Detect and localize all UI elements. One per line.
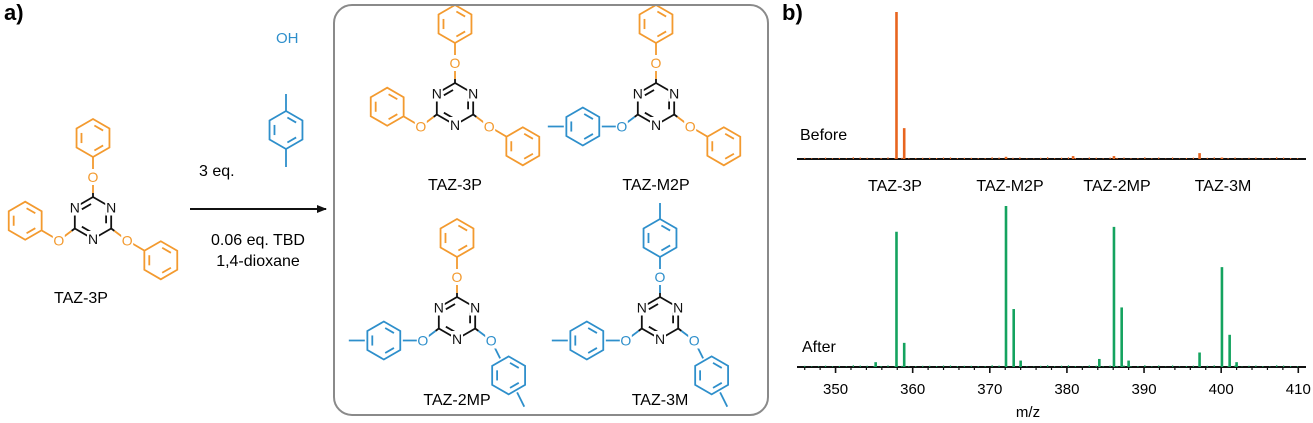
nitrogen-atom: N: [633, 86, 643, 102]
nitrogen-atom: N: [669, 86, 679, 102]
x-axis-label: m/z: [1016, 404, 1040, 421]
oxygen-atom: O: [616, 119, 627, 135]
phenyl-ring: [7, 200, 43, 241]
nitrogen-atom: N: [637, 300, 647, 316]
tolyl-ring: [565, 106, 601, 147]
product-label-taz-3p: TAZ-3P: [428, 177, 482, 194]
nitrogen-atom: N: [468, 86, 478, 102]
reactant-label: TAZ-3P: [54, 290, 108, 307]
oxygen-atom: O: [689, 333, 700, 349]
phenyl-ring: [75, 117, 111, 159]
x-tick-label: 380: [1054, 381, 1079, 398]
oxygen-atom: O: [450, 55, 461, 71]
spectrum-before: [797, 12, 1306, 160]
phenyl-ring: [439, 217, 475, 259]
phenyl-ring: [369, 86, 405, 127]
series-label-before: Before: [800, 127, 847, 144]
solvent-label: 1,4-dioxane: [216, 253, 300, 270]
catalyst-label: 0.06 eq. TBD: [211, 232, 305, 249]
nitrogen-atom: N: [450, 117, 460, 133]
hydroxyl-label: OH: [276, 30, 299, 47]
x-tick-label: 350: [823, 381, 848, 398]
product-label-taz-2mp: TAZ-2MP: [423, 392, 490, 409]
oxygen-atom: O: [655, 269, 666, 285]
panel-label-b: b): [782, 0, 803, 25]
nitrogen-atom: N: [432, 86, 442, 102]
x-tick-label: 410: [1286, 381, 1311, 398]
spectrum-after: [797, 206, 1306, 368]
nitrogen-atom: N: [434, 300, 444, 316]
nitrogen-atom: N: [651, 117, 661, 133]
phenyl-ring: [437, 3, 473, 45]
tolyl-ring: [569, 320, 605, 361]
product-label-taz-3m: TAZ-3M: [632, 392, 689, 409]
oxygen-atom: O: [620, 333, 631, 349]
nitrogen-atom: N: [673, 300, 683, 316]
cresol-ring: [268, 109, 304, 151]
oxygen-atom: O: [417, 333, 428, 349]
peak-label-taz-3m: TAZ-3M: [1195, 178, 1252, 195]
nitrogen-atom: N: [655, 331, 665, 347]
tolyl-ring: [694, 355, 729, 396]
oxygen-atom: O: [415, 119, 426, 135]
x-axis: 350 360 370 380 390 400 410: [804, 367, 1311, 398]
series-label-after: After: [802, 339, 836, 356]
products-box: [333, 4, 769, 416]
nitrogen-atom: N: [106, 200, 116, 216]
oxygen-atom: O: [53, 233, 64, 249]
oxygen-atom: O: [88, 169, 99, 185]
oxygen-atom: O: [484, 119, 495, 135]
panel-label-a: a): [4, 0, 24, 25]
nitrogen-atom: N: [88, 231, 98, 247]
phenyl-ring: [143, 240, 179, 281]
x-tick-label: 360: [900, 381, 925, 398]
x-tick-label: 390: [1132, 381, 1157, 398]
product-label-taz-m2p: TAZ-M2P: [622, 177, 689, 194]
phenyl-ring: [505, 126, 541, 167]
p-cresol-reagent: [268, 94, 304, 167]
tolyl-ring: [491, 355, 526, 396]
peak-label-taz-2mp: TAZ-2MP: [1083, 178, 1150, 195]
oxygen-atom: O: [452, 269, 463, 285]
reagent-equivalents: 3 eq.: [199, 163, 235, 180]
oxygen-atom: O: [486, 333, 497, 349]
nitrogen-atom: N: [70, 200, 80, 216]
oxygen-atom: O: [651, 55, 662, 71]
x-tick-label: 400: [1209, 381, 1234, 398]
tolyl-ring: [366, 320, 402, 361]
nitrogen-atom: N: [452, 331, 462, 347]
oxygen-atom: O: [685, 119, 696, 135]
tolyl-ring: [642, 217, 678, 259]
peak-label-taz-3p: TAZ-3P: [868, 178, 922, 195]
oxygen-atom: O: [122, 233, 133, 249]
nitrogen-atom: N: [470, 300, 480, 316]
phenyl-ring: [638, 3, 674, 45]
phenyl-ring: [706, 126, 742, 167]
mass-spectra: 350 360 370 380 390 400 410: [797, 12, 1311, 398]
x-tick-label: 370: [977, 381, 1002, 398]
peak-label-taz-m2p: TAZ-M2P: [976, 178, 1043, 195]
